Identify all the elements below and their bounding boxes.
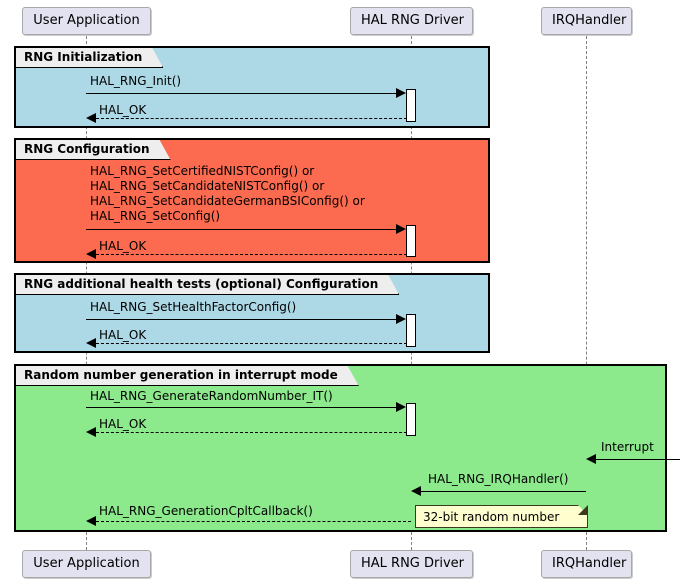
message-line-generate-call [86,407,398,408]
participant-hal-rng-driver-top[interactable]: HAL RNG Driver [350,7,473,35]
message-label-generation-cplt-callback: HAL_RNG_GenerationCpltCallback() [99,504,313,518]
participant-irq-handler-top[interactable]: IRQHandler [541,7,632,35]
message-line-init-call [86,93,398,94]
message-label-config-call-line2: HAL_RNG_SetCandidateNISTConfig() or [90,179,325,193]
message-line-init-return [96,118,407,119]
message-label-config-call-line4: HAL_RNG_SetConfig() [90,209,221,223]
message-label-health-return: HAL_OK [99,328,147,342]
message-label-generate-call: HAL_RNG_GenerateRandomNumber_IT() [90,389,333,403]
message-line-config-call [86,229,398,230]
message-label-config-call-line1: HAL_RNG_SetCertifiedNISTConfig() or [90,164,315,178]
group-label-rng-health-tests: RNG additional health tests (optional) C… [16,275,399,295]
arrow-head-generate-return [86,427,96,437]
arrow-head-config-call [396,224,406,234]
arrow-head-config-return [86,249,96,259]
message-line-generate-return [96,432,407,433]
message-label-config-call-line3: HAL_RNG_SetCandidateGermanBSIConfig() or [90,194,365,208]
message-label-interrupt: Interrupt [601,440,654,454]
arrow-head-init-call [396,88,406,98]
activation-bar-init [406,89,416,122]
message-label-init-return: HAL_OK [99,103,147,117]
lifeline-irq-handler [586,36,587,550]
group-label-rng-initialization: RNG Initialization [16,48,163,68]
arrow-head-irq-handler-call [411,486,421,496]
arrow-head-health-call [396,314,406,324]
message-line-interrupt [596,459,680,460]
arrow-head-interrupt [586,454,596,464]
message-label-health-call: HAL_RNG_SetHealthFactorConfig() [90,300,297,314]
activation-bar-config [406,225,416,257]
participant-user-application-bottom[interactable]: User Application [22,550,151,578]
arrow-head-generate-call [396,402,406,412]
arrow-head-health-return [86,338,96,348]
participant-hal-rng-driver-bottom[interactable]: HAL RNG Driver [350,550,473,578]
message-line-health-call [86,319,398,320]
message-line-health-return [96,343,407,344]
group-label-rng-configuration: RNG Configuration [16,140,171,160]
participant-irq-handler-bottom[interactable]: IRQHandler [541,550,632,578]
message-label-init-call: HAL_RNG_Init() [90,74,182,88]
message-label-irq-handler-call: HAL_RNG_IRQHandler() [428,472,569,486]
activation-bar-health [406,314,416,347]
message-line-irq-handler-call [421,491,586,492]
message-label-generate-return: HAL_OK [99,417,147,431]
note-random-number: 32-bit random number [415,505,588,528]
group-label-rng-interrupt-mode: Random number generation in interrupt mo… [16,366,359,386]
note-fold-corner [578,505,588,515]
group-rng-interrupt-mode: Random number generation in interrupt mo… [14,364,667,532]
activation-bar-generate [406,403,416,436]
message-label-config-return: HAL_OK [99,239,147,253]
message-line-config-return [96,254,407,255]
message-line-generation-cplt-callback [96,521,411,522]
arrow-head-init-return [86,113,96,123]
participant-user-application-top[interactable]: User Application [22,7,151,35]
arrow-head-generation-cplt-callback [86,516,96,526]
